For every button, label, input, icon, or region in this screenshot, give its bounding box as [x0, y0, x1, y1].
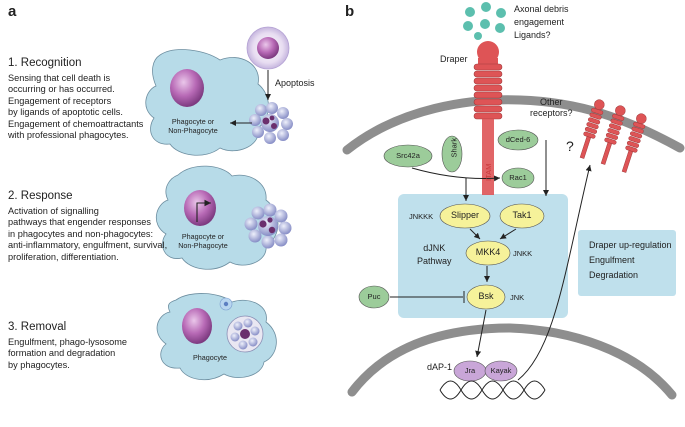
outcome-list: Draper up-regulation Engulfment Degradat…: [589, 238, 672, 283]
step-3-description: Engulfment, phago-lysosome formation and…: [8, 337, 127, 370]
step-2-description: Activation of signalling pathways that e…: [8, 206, 168, 262]
debris-label: Axonal debris engagement Ligands?: [514, 4, 569, 40]
kayak-label: Kayak: [490, 366, 512, 375]
other-receptors: [579, 99, 647, 173]
apoptotic-body-1: [249, 102, 293, 144]
panel-b-letter: b: [345, 3, 355, 20]
puc-label: Puc: [367, 292, 381, 301]
slipper-node: [439, 203, 491, 229]
axonal-debris: [463, 2, 506, 40]
itam-label: ITAM: [484, 163, 493, 181]
step-1-description: Sensing that cell death is occurring or …: [8, 73, 144, 141]
bsk-node: [466, 284, 506, 310]
step-2-title: 2. Response: [8, 190, 73, 202]
jra-label: Jra: [464, 366, 476, 375]
phagocyte-cell-2: [156, 165, 279, 270]
bsk-label: Bsk: [478, 291, 494, 301]
draper-label: Draper: [440, 54, 468, 64]
outcome-draper-upregulation: Draper up-regulation: [589, 240, 672, 250]
apoptosis-label: Apoptosis: [275, 78, 315, 88]
phagolysosome: [226, 315, 264, 353]
puc-node: [358, 285, 390, 309]
dap1-label: dAP-1: [427, 362, 453, 372]
jnkkk-label: JNKKK: [409, 212, 434, 221]
other-receptors-label: Other receptors?: [530, 97, 573, 118]
arrow-bsk-to-dap1: [475, 309, 487, 358]
arrow-src42a-to-rac1: [411, 167, 501, 182]
mkk4-label: MKK4: [475, 247, 501, 257]
dced6-label: dCed-6: [505, 135, 531, 144]
rac1-node: [501, 167, 535, 189]
shark-label: Shark: [449, 137, 459, 158]
outcome-degradation: Degradation: [589, 270, 639, 280]
jnk-label: JNK: [510, 293, 525, 302]
cell-label-3: Phagocyte: [193, 353, 227, 362]
src42a-label: Src42a: [396, 151, 420, 160]
slipper-label: Slipper: [450, 210, 479, 220]
jnkk-label: JNKK: [513, 249, 533, 258]
step-1-title: 1. Recognition: [8, 57, 82, 69]
arrow-tak1-to-mkk4: [499, 228, 517, 240]
mkk4-node: [465, 240, 511, 266]
dced6-node: [497, 129, 539, 151]
kayak-node: [484, 360, 518, 382]
dJNK-pathway-label: dJNK Pathway: [417, 243, 452, 266]
cell-label-2: Phagocyte or Non-Phagocyte: [178, 232, 228, 250]
outcome-engulfment: Engulfment: [589, 255, 635, 265]
plasma-membrane: [342, 95, 685, 155]
src42a-node: [383, 144, 433, 168]
tak1-node: [499, 203, 545, 229]
shark-node: [441, 135, 463, 173]
arrow-dna-to-receptors: [517, 164, 592, 381]
question-mark: ?: [566, 138, 574, 154]
phagocyte-nucleus-2: [184, 190, 216, 226]
signal-arrow: [196, 199, 211, 222]
dna-helix: [439, 380, 546, 400]
cell-label-1: Phagocyte or Non-Phagocyte: [168, 117, 218, 135]
step-3-title: 3. Removal: [8, 321, 67, 333]
phagocyte-nucleus-1: [170, 69, 204, 107]
arrow-slipper-to-mkk4: [469, 228, 481, 240]
panel-a-letter: a: [8, 3, 17, 20]
tak1-label: Tak1: [512, 210, 532, 220]
outcome-box: [578, 230, 676, 296]
rac1-label: Rac1: [509, 173, 527, 182]
phagocyte-nucleus-3: [182, 308, 212, 344]
apoptotic-body-2: [244, 203, 292, 249]
draper-receptor: [473, 41, 503, 195]
phagocyte-cell-1: [145, 49, 269, 156]
nuclear-membrane: [347, 323, 677, 400]
